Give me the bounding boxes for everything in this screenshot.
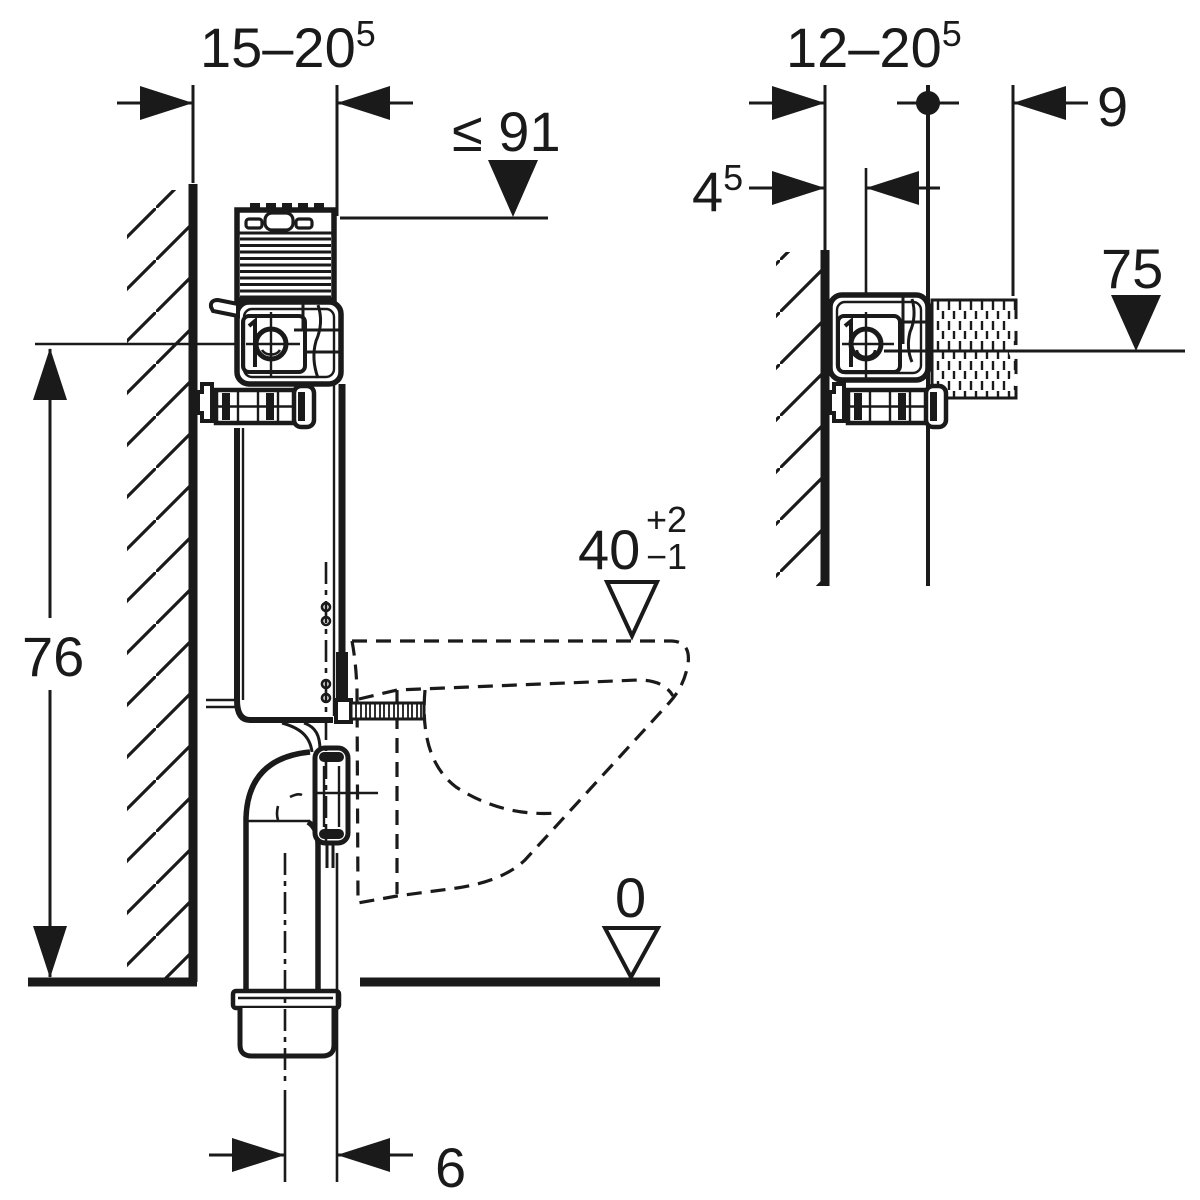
insulation-block: [930, 298, 1023, 400]
dimension-top-width-left: 15–205: [117, 13, 413, 216]
dim-arrow-left-icon: [866, 171, 919, 205]
wall-hatch: [776, 252, 823, 586]
floor-level-label: 0: [615, 866, 646, 929]
dim-arrow-left-icon: [1013, 86, 1066, 120]
dimension-top-width-right: 12–205: [749, 13, 962, 250]
cistern-section: [827, 292, 931, 383]
dimension-height-76: 76: [22, 348, 84, 978]
wall-bracket: [830, 384, 946, 427]
dim-arrow-left-icon: [337, 86, 390, 120]
threaded-rod: [334, 698, 426, 724]
mounting-hook: [208, 297, 240, 319]
dim-label-drain-offset: 6: [435, 1136, 466, 1199]
rim-level-sub: −1: [646, 536, 687, 577]
side-section-view: 12–205 45 9: [692, 13, 1185, 586]
drain-assembly: [230, 562, 378, 1086]
level-triangle-filled-icon: [1111, 295, 1161, 351]
dimension-front-offset: 45: [692, 157, 940, 310]
rim-level-sup: +2: [646, 499, 687, 540]
dim-arrow-down-icon: [33, 926, 67, 978]
level-triangle-open-icon: [601, 926, 662, 982]
cistern-body: [206, 384, 348, 723]
box-slot-left: [244, 217, 264, 230]
box-slot-right: [294, 217, 314, 230]
dim-arrow-right-icon: [140, 86, 193, 120]
level-triangle-filled-icon: [488, 160, 538, 217]
dimension-box-depth-9: 9: [1011, 75, 1128, 296]
level-label-75: 75: [1101, 237, 1163, 300]
toilet-bowl-outline: [350, 639, 691, 905]
box-handle-recess: [263, 211, 295, 232]
rod-threads: [355, 703, 422, 719]
dim-arrow-right-icon: [232, 1138, 285, 1172]
valve-detail: [247, 316, 257, 367]
dim-arrow-right-icon: [772, 171, 825, 205]
rim-level-label: 40: [578, 518, 640, 581]
level-triangle-open-icon: [603, 580, 661, 641]
dim-label-height: 76: [22, 625, 84, 688]
dim-arrow-up-icon: [33, 348, 67, 400]
dim-label-top-width-left: 15–205: [200, 13, 376, 79]
outlet-funnel: [281, 721, 314, 753]
protection-box: [234, 203, 337, 303]
dim-arrow-right-icon: [772, 86, 825, 120]
floor-level-mark-0: 0: [601, 866, 662, 982]
cistern-bottom: [234, 699, 333, 723]
dim-label-box-depth: 9: [1097, 75, 1128, 138]
box-stripes: [240, 237, 331, 299]
max-level-label: ≤ 91: [452, 100, 561, 163]
fill-valve-assembly: [208, 297, 344, 387]
dim-arrow-left-icon: [337, 1138, 390, 1172]
wall-hatch: [127, 190, 191, 980]
wall-bracket: [196, 382, 317, 430]
front-section-view: 15–205 ≤ 91: [22, 13, 691, 1199]
flush-pipe-connector: [312, 745, 378, 846]
max-level-mark-91: ≤ 91: [340, 100, 561, 220]
rim-level-mark-40: 40 +2 −1: [578, 499, 687, 641]
dimension-drain-offset-6: 6: [209, 853, 466, 1199]
level-mark-75: 75: [884, 237, 1185, 353]
datum-dot-icon: [916, 91, 940, 115]
drop-pipe: [306, 819, 321, 991]
drain-bend: [243, 749, 311, 991]
dim-label-front-offset: 45: [692, 157, 743, 223]
dim-label-top-width-right: 12–205: [786, 13, 962, 79]
